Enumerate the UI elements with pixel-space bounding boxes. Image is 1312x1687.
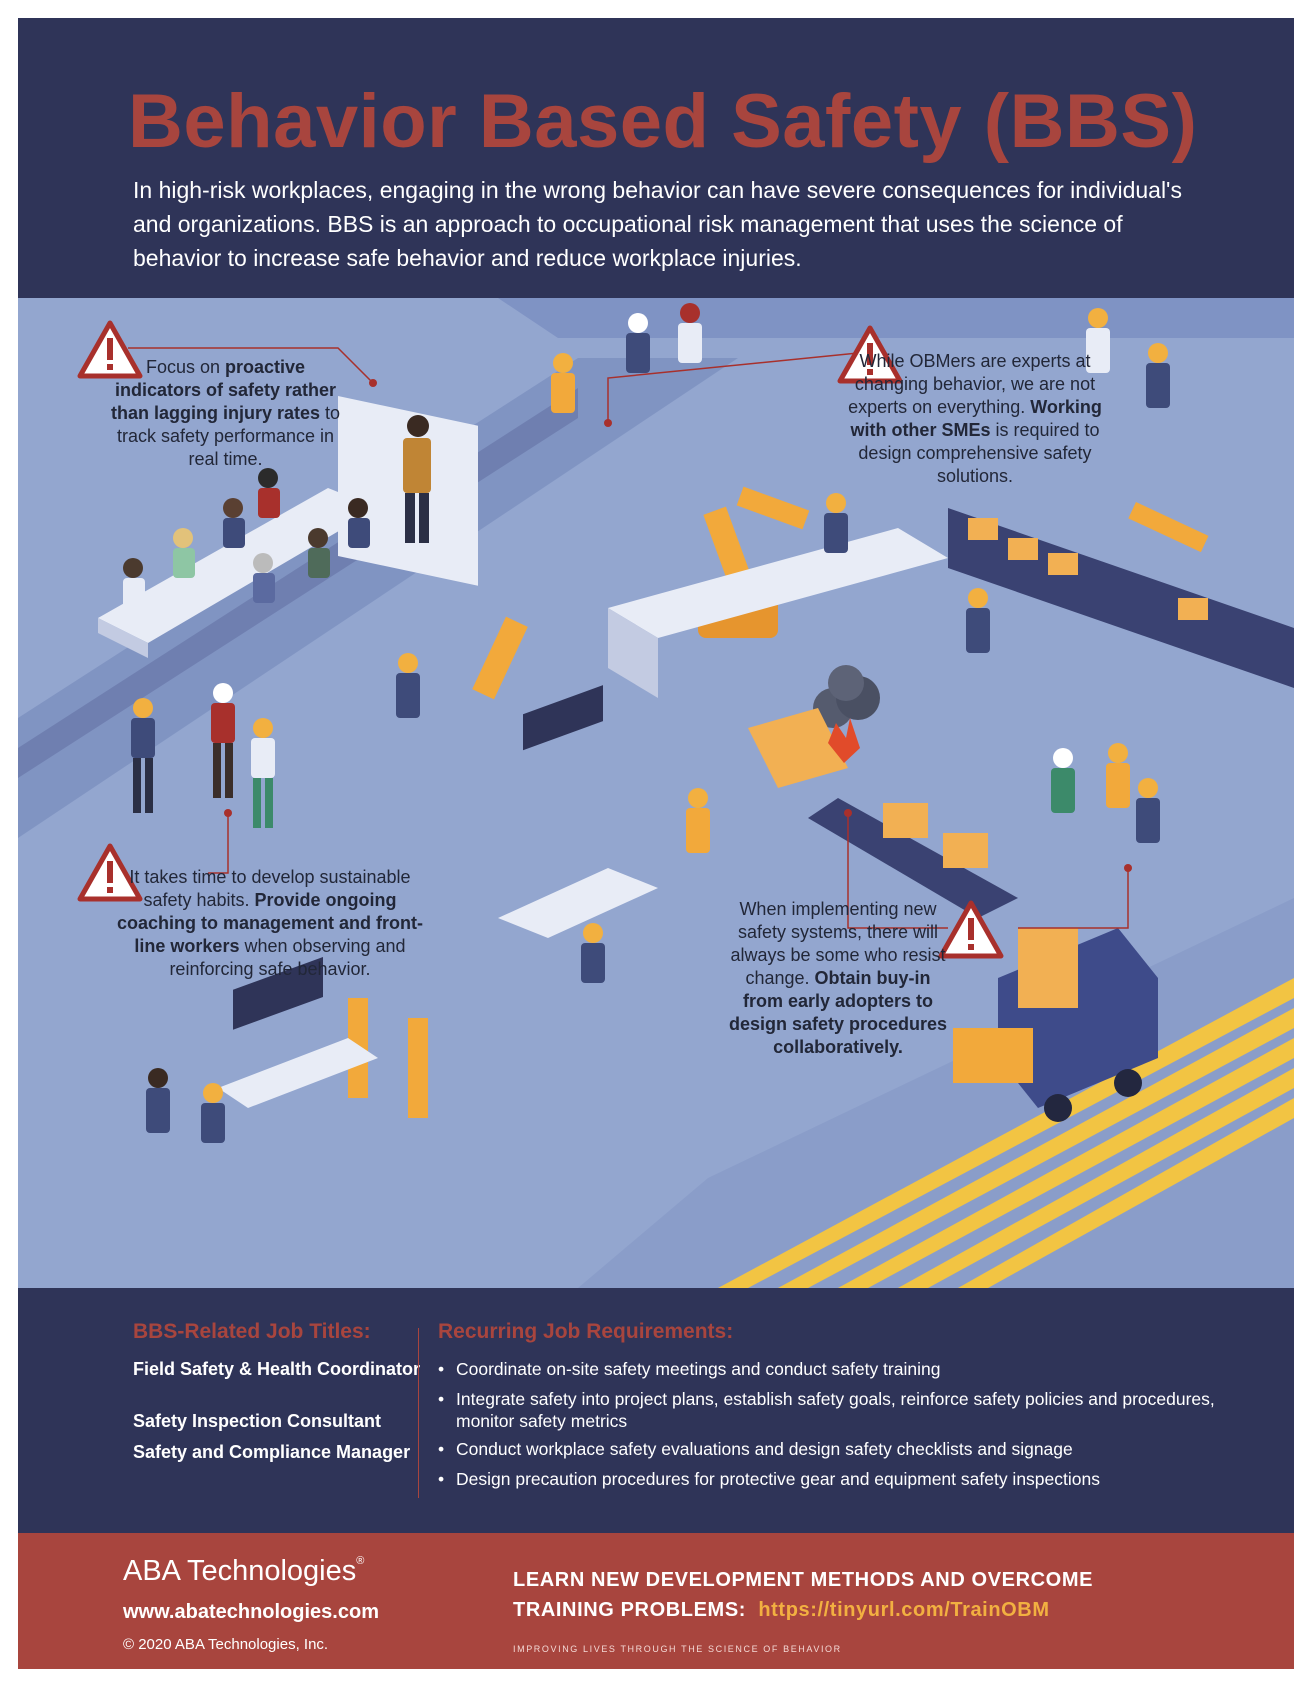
callout-text: is required to design comprehensive safe… (858, 420, 1100, 486)
meeting-room (98, 396, 478, 658)
factory-scene-art (18, 298, 1294, 1288)
cta-prefix: TRAINING PROBLEMS: (513, 1599, 747, 1621)
infographic-frame: Behavior Based Safety (BBS) In high-risk… (18, 18, 1294, 1669)
callout-text: While OBMers are experts at changing beh… (848, 351, 1096, 417)
website-link[interactable]: www.abatechnologies.com (123, 1601, 379, 1623)
callout-text: when observing and reinforcing safe beha… (169, 936, 406, 979)
tagline: IMPROVING LIVES THROUGH THE SCIENCE OF B… (513, 1644, 842, 1654)
cta-line-2: TRAINING PROBLEMS: https://tinyurl.com/T… (513, 1599, 1050, 1622)
callout-emphasis: Provide ongoing coaching to management a… (116, 890, 424, 956)
workers (131, 303, 1170, 1143)
fire-hazard (748, 665, 880, 788)
warning-icon (77, 843, 143, 902)
forklift (953, 928, 1158, 1122)
callout-ongoing-coaching: It takes time to develop sustainable saf… (110, 866, 430, 981)
cta-line-1: LEARN NEW DEVELOPMENT METHODS AND OVERCO… (513, 1569, 1094, 1591)
callout-emphasis: proactive indicators of safety rather th… (110, 357, 337, 423)
requirements-heading: Recurring Job Requirements: (438, 1320, 734, 1343)
callout-text: It takes time to develop sustainable saf… (129, 867, 411, 910)
warning-icon (77, 320, 143, 379)
callout-text: Focus on (145, 357, 225, 377)
callout-emphasis: Obtain buy-in from early adopters to des… (728, 968, 948, 1057)
footer: ABA Technologies® www.abatechnologies.co… (18, 1533, 1294, 1669)
callout-early-adopters: When implementing new safety systems, th… (723, 898, 953, 1059)
warning-icon (837, 325, 903, 384)
callout-work-with-smes: While OBMers are experts at changing beh… (830, 350, 1120, 488)
copyright: © 2020 ABA Technologies, Inc. (123, 1636, 329, 1653)
intro-paragraph: In high-risk workplaces, engaging in the… (133, 177, 1182, 271)
jobs-divider (418, 1328, 419, 1498)
requirement-item: Design precaution procedures for protect… (438, 1468, 1236, 1490)
callout-text: to track safety performance in real time… (116, 403, 341, 469)
requirement-item: Integrate safety into project plans, est… (438, 1388, 1236, 1432)
warning-icon (938, 900, 1004, 959)
upper-walkway (498, 298, 1294, 338)
requirement-item: Coordinate on-site safety meetings and c… (438, 1358, 1236, 1380)
factory-illustration: Focus on proactive indicators of safety … (18, 298, 1294, 1288)
job-title-item: Safety Inspection Consultant (133, 1411, 382, 1431)
callout-emphasis: Working with other SMEs (850, 397, 1102, 440)
job-title-item: Safety and Compliance Manager (133, 1442, 411, 1462)
page-title: Behavior Based Safety (BBS) (128, 79, 1198, 164)
requirement-item: Conduct workplace safety evaluations and… (438, 1438, 1236, 1460)
connector-dots (224, 379, 1132, 872)
office-wall (18, 358, 738, 838)
header: Behavior Based Safety (BBS) In high-risk… (18, 18, 1294, 298)
cta-link[interactable]: https://tinyurl.com/TrainOBM (758, 1599, 1050, 1621)
brand-logo: ABA Technologies® (123, 1555, 364, 1588)
job-title-item: Field Safety & Health Coordinator (133, 1359, 421, 1379)
callout-proactive-indicators: Focus on proactive indicators of safety … (103, 356, 348, 471)
callout-text: When implementing new safety systems, th… (730, 899, 946, 988)
registered-mark: ® (356, 1555, 365, 1567)
conveyors (608, 508, 1294, 918)
control-stations (218, 685, 658, 1108)
brand-name: ABA Technologies (123, 1555, 357, 1587)
job-titles-heading: BBS-Related Job Titles: (133, 1320, 371, 1343)
jobs-panel: BBS-Related Job Titles: Field Safety & H… (18, 1288, 1294, 1533)
